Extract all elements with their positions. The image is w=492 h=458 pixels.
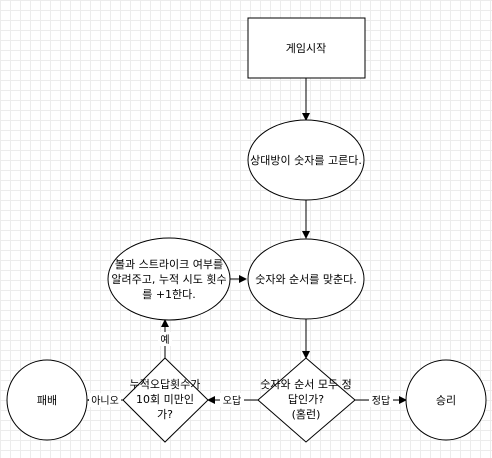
svg-text:승리: 승리 — [436, 394, 456, 407]
svg-text:답인가?: 답인가? — [288, 393, 324, 406]
svg-text:(홈런): (홈런) — [292, 407, 321, 421]
svg-text:오답: 오답 — [223, 395, 241, 407]
edge-label-yes: 예 — [158, 332, 172, 346]
edges — [87, 78, 407, 404]
node-feedback: 볼과 스트라이크 여부를 알려주고, 누적 시도 횟수 를 +1한다. — [107, 237, 231, 321]
svg-text:게임시작: 게임시작 — [286, 42, 326, 55]
svg-text:알려주고, 누적 시도 횟수: 알려주고, 누적 시도 횟수 — [111, 272, 226, 286]
svg-text:볼과 스트라이크 여부를: 볼과 스트라이크 여부를 — [115, 258, 223, 271]
node-limit-check: 누적오답횟수가 10회 미만인 가? — [122, 357, 209, 443]
node-win: 승리 — [405, 359, 487, 441]
svg-text:가?: 가? — [157, 408, 173, 421]
edge-label-no: 아니오 — [89, 393, 121, 407]
svg-text:패배: 패배 — [37, 394, 57, 407]
node-check: 숫자와 순서 모두 정 답인가? (홈런) — [257, 357, 356, 443]
node-lose: 패배 — [6, 359, 88, 441]
edge-label-wrong: 오답 — [220, 393, 244, 407]
svg-text:10회 미만인: 10회 미만인 — [136, 393, 194, 406]
svg-text:를 +1한다.: 를 +1한다. — [142, 288, 196, 301]
edge-label-correct: 정답 — [369, 393, 393, 407]
svg-text:누적오답횟수가: 누적오답횟수가 — [130, 378, 201, 391]
node-guess: 숫자와 순서를 맞춘다. — [247, 238, 365, 320]
svg-text:예: 예 — [160, 334, 169, 346]
node-start: 게임시작 — [247, 17, 366, 79]
svg-text:숫자와 순서를 맞춘다.: 숫자와 순서를 맞춘다. — [255, 273, 357, 286]
svg-text:상대방이 숫자를 고른다.: 상대방이 숫자를 고른다. — [250, 154, 362, 167]
svg-text:정답: 정답 — [372, 395, 390, 407]
svg-text:숫자와 순서 모두 정: 숫자와 순서 모두 정 — [260, 378, 351, 391]
svg-text:아니오: 아니오 — [91, 395, 119, 407]
node-opponent-pick: 상대방이 숫자를 고른다. — [247, 119, 365, 201]
